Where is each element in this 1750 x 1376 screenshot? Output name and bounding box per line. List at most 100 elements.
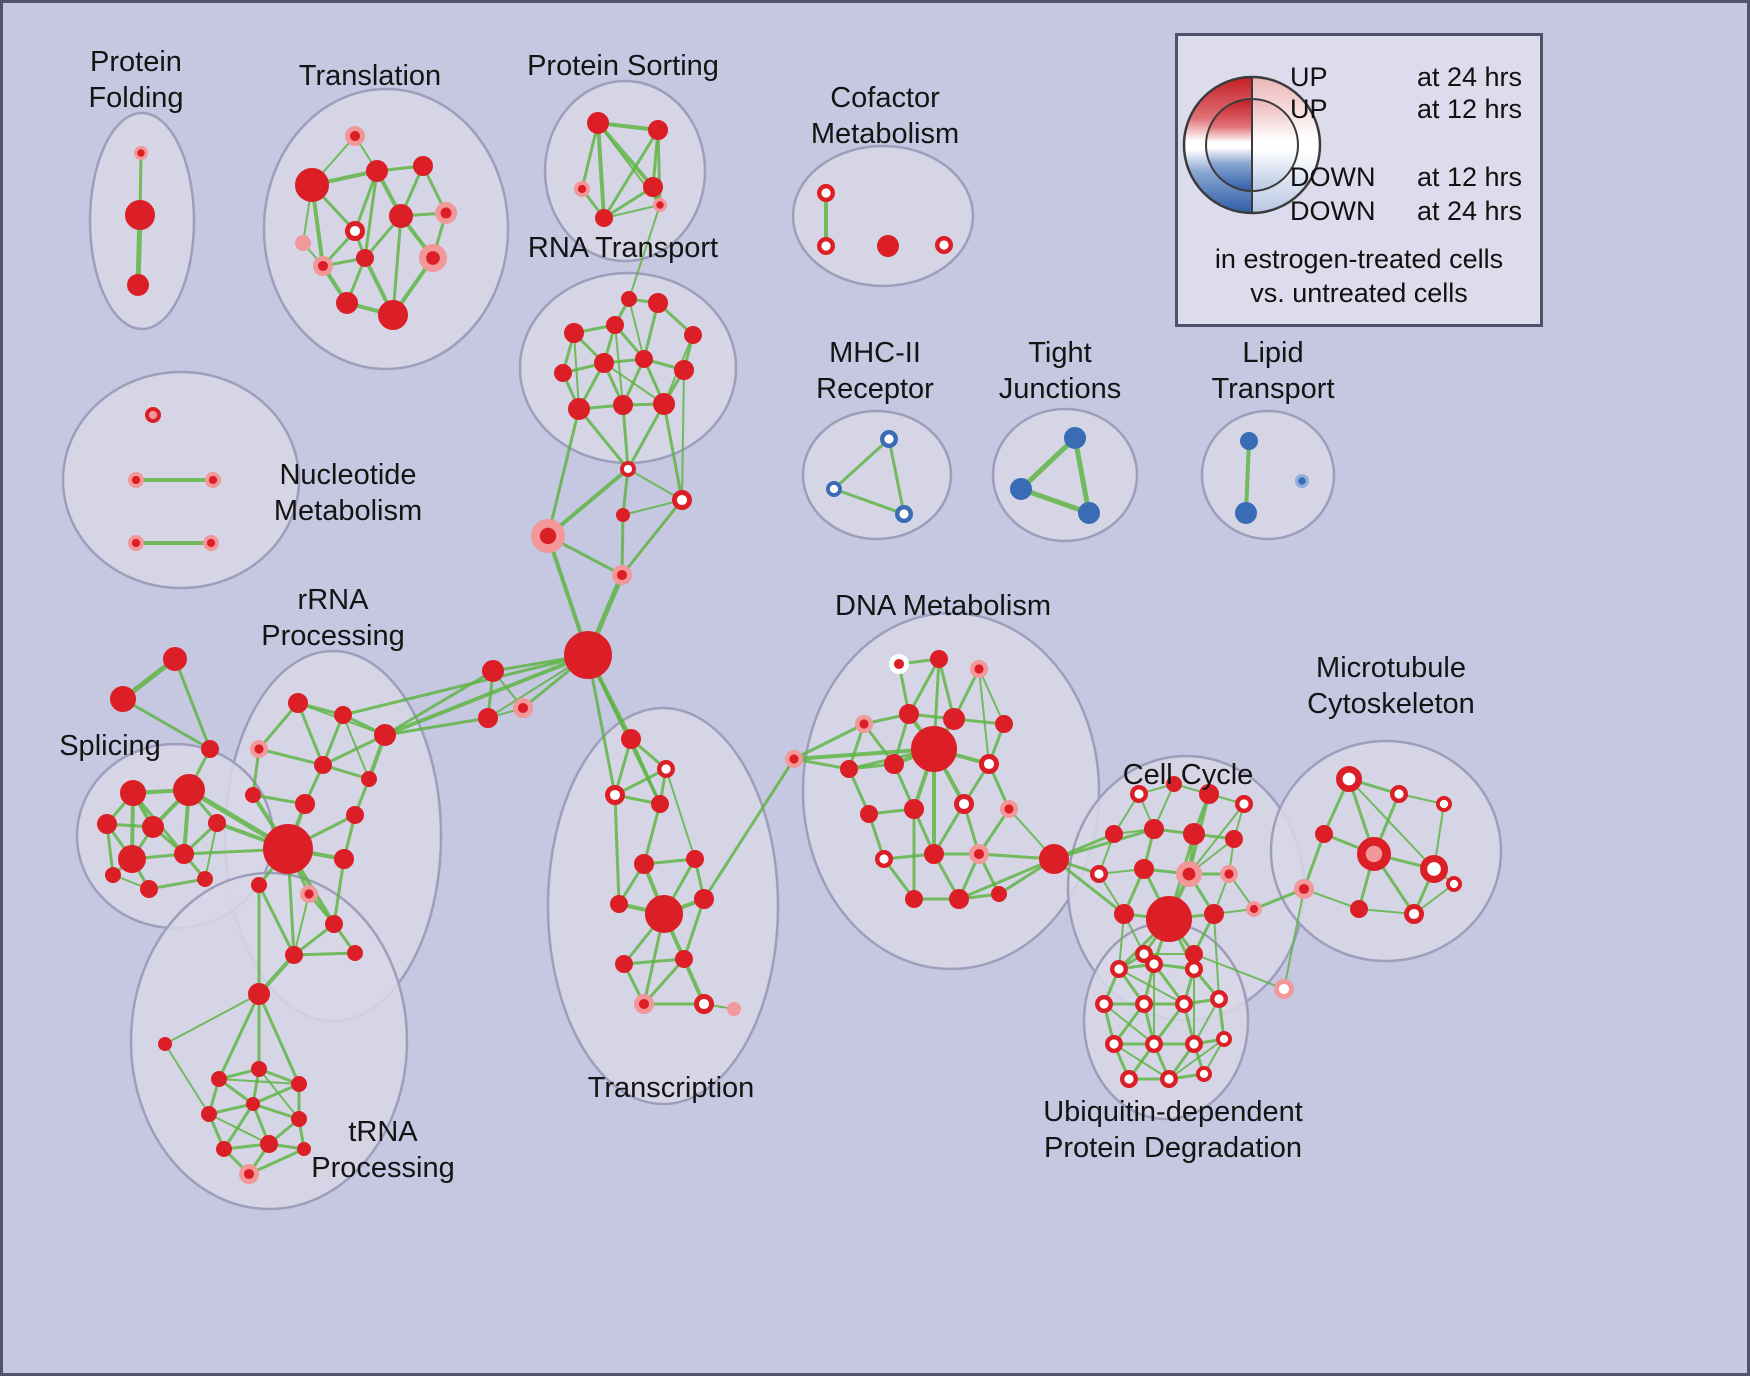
network-node-156 [1184, 945, 1203, 964]
network-edge [792, 722, 866, 761]
legend-footer-line-2: vs. untreated cells [1250, 278, 1468, 308]
network-node-136 [948, 888, 969, 909]
network-node-59 [1235, 502, 1257, 524]
network-node-138 [1038, 843, 1069, 874]
network-node-130 [953, 793, 974, 814]
network-node-116 [785, 750, 804, 769]
network-node-126 [910, 725, 957, 772]
network-node-122 [943, 708, 965, 730]
network-edge [957, 857, 1056, 901]
network-node-57 [1078, 502, 1100, 524]
network-node-177 [1184, 1034, 1203, 1053]
network-node-123 [995, 715, 1014, 734]
network-node-84 [334, 848, 355, 869]
network-node-1 [124, 200, 155, 231]
network-edge [1244, 439, 1251, 515]
network-node-49 [205, 471, 222, 488]
network-node-53 [825, 480, 842, 497]
network-node-3 [345, 125, 366, 146]
network-node-163 [1293, 878, 1314, 899]
network-node-20 [595, 208, 614, 227]
network-node-40 [531, 519, 566, 554]
network-edge [222, 1102, 255, 1151]
network-node-170 [1184, 960, 1203, 979]
legend-down-24-time: at 24 hrs [1417, 196, 1522, 226]
network-node-162 [1419, 855, 1448, 884]
network-edge [629, 737, 662, 806]
network-node-158 [1389, 785, 1408, 804]
network-node-143 [1104, 825, 1123, 844]
network-node-151 [1113, 903, 1134, 924]
network-node-31 [593, 353, 614, 374]
network-edge [792, 757, 851, 771]
network-node-68 [207, 814, 226, 833]
cluster-ellipse-protein-sorting [543, 79, 707, 263]
network-node-96 [245, 1097, 260, 1112]
network-node-46 [478, 707, 499, 728]
network-edge [622, 957, 686, 966]
network-node-175 [1104, 1034, 1123, 1053]
network-edge [383, 669, 495, 737]
network-node-87 [325, 915, 344, 934]
network-node-124 [840, 760, 859, 779]
network-edge [292, 951, 357, 957]
network-node-167 [1273, 978, 1294, 999]
network-edge [217, 992, 261, 1081]
network-node-119 [970, 660, 989, 679]
network-edge [1018, 486, 1092, 516]
network-edge [832, 487, 906, 516]
network-edge [204, 822, 218, 880]
network-node-78 [314, 756, 333, 775]
network-node-91 [157, 1037, 172, 1052]
network-node-11 [356, 248, 375, 267]
network-node-104 [604, 784, 625, 805]
network-node-113 [633, 993, 654, 1014]
network-node-48 [128, 471, 145, 488]
network-node-172 [1134, 995, 1153, 1014]
network-edge [247, 1147, 306, 1176]
network-edge [642, 802, 662, 866]
network-edge [332, 857, 346, 926]
network-node-51 [203, 534, 220, 551]
network-edge [620, 513, 625, 577]
network-node-15 [294, 235, 311, 252]
network-node-168 [1109, 960, 1128, 979]
network-node-34 [568, 398, 590, 420]
network-node-23 [817, 236, 836, 255]
network-node-10 [313, 256, 334, 277]
network-edge [383, 716, 490, 737]
network-edge [321, 733, 387, 767]
network-node-125 [883, 753, 904, 774]
network-node-149 [1176, 860, 1203, 887]
network-node-108 [610, 895, 629, 914]
network-edge [622, 499, 683, 516]
network-node-169 [1144, 955, 1163, 974]
network-node-2 [127, 274, 149, 296]
network-node-67 [142, 816, 164, 838]
network-edge [662, 402, 684, 502]
network-node-7 [345, 221, 366, 242]
network-node-159 [1436, 795, 1453, 812]
network-edge [832, 437, 891, 491]
network-edge [627, 468, 683, 501]
network-node-135 [905, 890, 924, 909]
network-edge [1168, 1038, 1225, 1080]
network-node-30 [554, 364, 573, 383]
network-node-103 [657, 760, 676, 779]
network-node-166 [1446, 875, 1463, 892]
network-node-26 [563, 323, 584, 344]
network-node-28 [647, 293, 668, 314]
network-node-76 [374, 724, 396, 746]
network-edge [257, 747, 325, 767]
network-edge [626, 402, 666, 471]
network-node-64 [120, 779, 147, 806]
network-node-52 [880, 430, 899, 449]
network-edge [293, 893, 310, 956]
network-edge [887, 437, 906, 516]
network-node-50 [128, 534, 145, 551]
network-node-71 [139, 880, 158, 899]
network-edge [602, 128, 660, 220]
network-node-17 [647, 119, 668, 140]
network-edge [603, 204, 661, 219]
network-edge [1072, 435, 1092, 516]
